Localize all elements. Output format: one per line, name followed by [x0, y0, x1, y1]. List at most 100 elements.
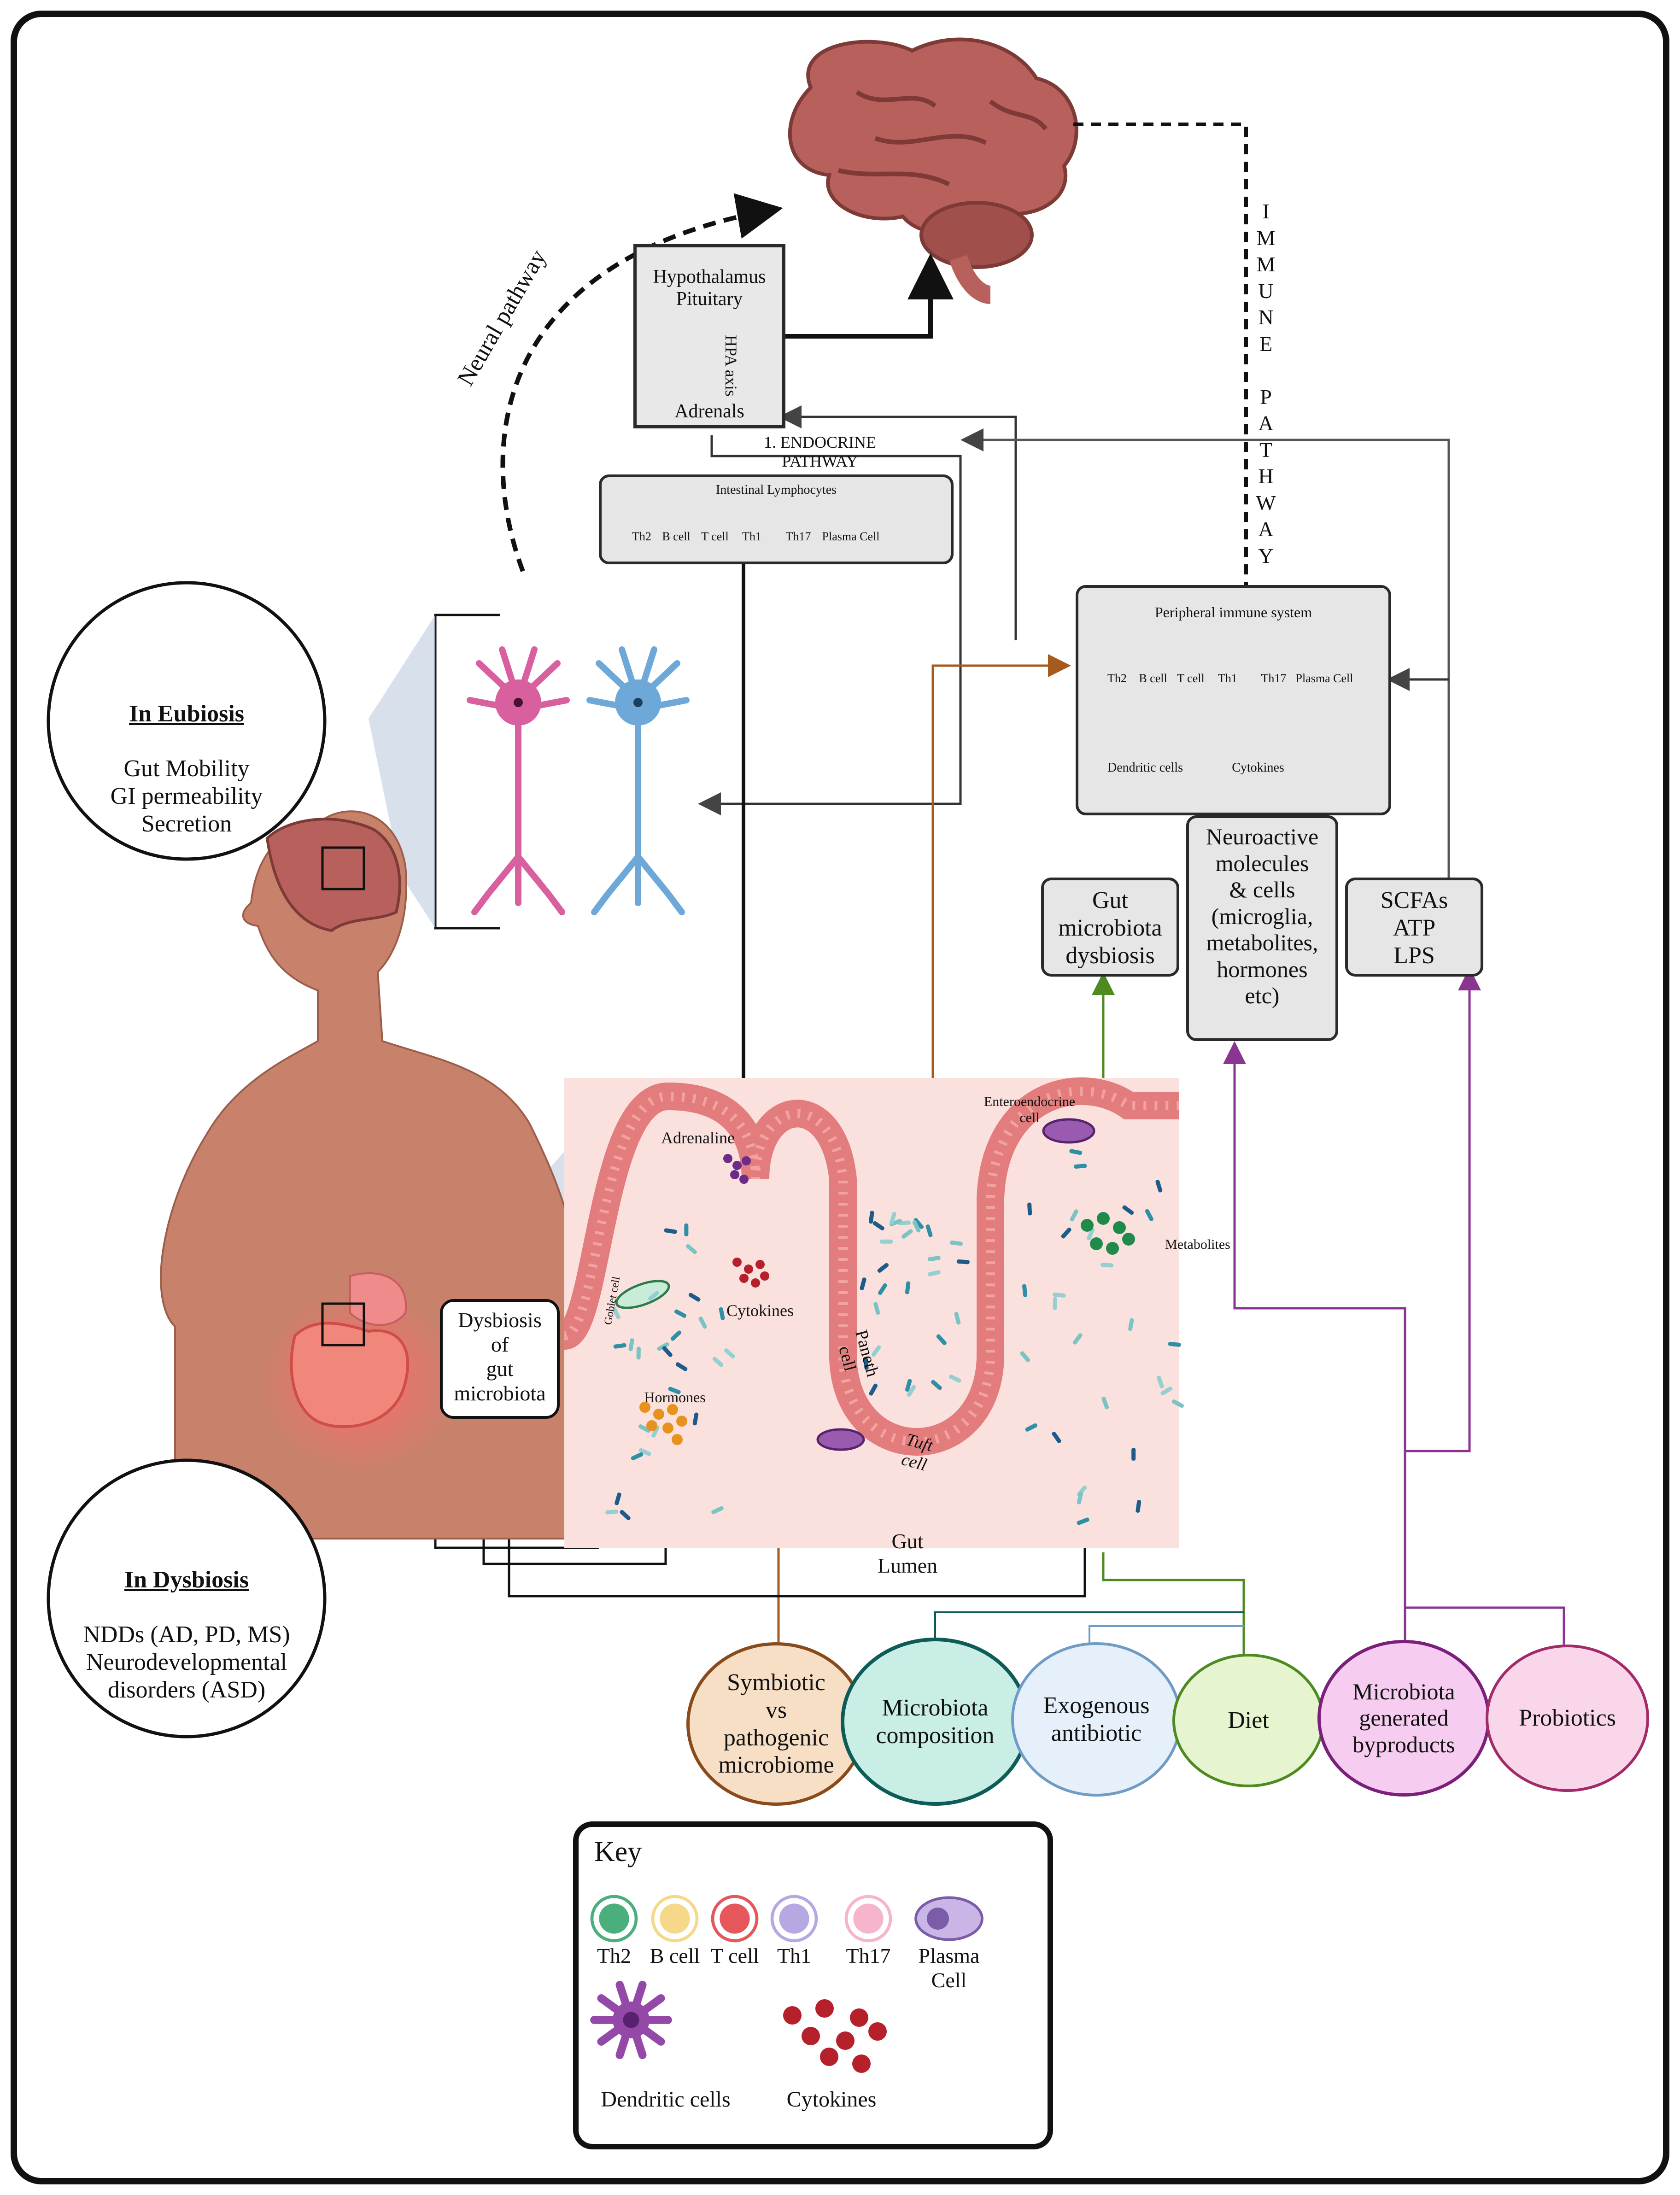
- bacterium-icon: [675, 1362, 688, 1371]
- endocrine-pathway-label: 1. ENDOCRINE PATHWAY: [764, 433, 876, 471]
- bacterium-icon: [657, 1342, 669, 1351]
- bacterium-icon: [877, 1263, 889, 1273]
- bacterium-icon: [1070, 1209, 1078, 1222]
- bacterium-icon: [664, 1228, 677, 1234]
- hormone-dot: [646, 1420, 657, 1431]
- diet-connector: [934, 1611, 1244, 1642]
- bacterium-icon: [863, 1357, 869, 1370]
- bacterium-icon: [1171, 1399, 1184, 1408]
- endocrine-line-to-adrenals: [779, 405, 1017, 640]
- bacterium-icon: [1155, 1180, 1163, 1193]
- gut-cytokine-dot: [744, 1264, 753, 1274]
- key-cytokine-dot: [868, 2022, 887, 2041]
- blue-neuron: [586, 646, 690, 915]
- bacterium-icon: [628, 1338, 634, 1352]
- gut-villus-illustration: [559, 1077, 1179, 1548]
- bacterium-icon: [905, 1379, 912, 1392]
- bacterium-icon: [1100, 1263, 1114, 1268]
- bacterium-icon: [931, 1380, 942, 1390]
- bacterium-icon: [1087, 1228, 1095, 1241]
- probiotics-circle: Probiotics: [1486, 1645, 1649, 1792]
- bacterium-icon: [620, 1510, 631, 1521]
- th1-nucleus: [779, 1903, 809, 1934]
- bacterium-icon: [949, 1374, 961, 1383]
- eubiosis-circle: [47, 581, 327, 861]
- key-cytokine-dot: [820, 2048, 838, 2066]
- outer-frame: [11, 11, 1669, 2184]
- bacterium-icon: [1101, 1397, 1109, 1410]
- dysbiosis-of-gut-box: Dysbiosis of gut microbiota: [440, 1299, 560, 1419]
- bacterium-icon: [907, 1385, 916, 1397]
- bacterium-icon: [612, 1307, 620, 1320]
- bacterium-icon: [638, 1424, 651, 1433]
- gut-cytokines-label: Cytokines: [726, 1301, 794, 1320]
- bacterium-icon: [1128, 1318, 1134, 1331]
- bacterium-icon: [905, 1281, 911, 1294]
- gut-cytokine-dot: [760, 1271, 769, 1281]
- bacterium-icon: [686, 1244, 697, 1254]
- adrenaline-label: Adrenaline: [661, 1129, 735, 1147]
- pituitary-label: Pituitary: [676, 288, 743, 310]
- adrenaline-dot: [732, 1161, 742, 1170]
- bacterium-icon: [662, 1346, 673, 1357]
- eubiosis-text: In Eubiosis Gut Mobility GI permeability…: [71, 673, 302, 866]
- hypothalamus-label: Hypothalamus: [653, 266, 766, 287]
- exogenous-antibiotic-circle: Exogenous antibiotic: [1011, 1642, 1182, 1797]
- bacterium-icon: [1061, 1227, 1071, 1239]
- zoom-wedge-top: [369, 615, 435, 928]
- bacterium-icon: [878, 1283, 887, 1295]
- bacterium-icon: [1077, 1491, 1083, 1504]
- key-dendritic-label: Dendritic cells: [601, 2087, 731, 2112]
- t-cell-label: T cell: [710, 1944, 759, 1967]
- bacterium-icon: [636, 1346, 641, 1360]
- pink-neuron: [467, 646, 570, 915]
- brain-illustration: [788, 37, 1078, 304]
- th17-nucleus: [853, 1903, 884, 1934]
- key-cytokine-dot: [836, 2031, 855, 2050]
- hormone-dot: [662, 1422, 673, 1434]
- th2-label: Th2: [1107, 672, 1127, 685]
- th1-label: Th1: [1218, 672, 1237, 685]
- symbiotic-vs-pathogenic-circle: Symbiotic vs pathogenic microbiome: [686, 1642, 866, 1806]
- human-body-illustration: [160, 810, 577, 1539]
- diet-to-dysbiosis-arrow: [1103, 977, 1245, 1656]
- neuron-bracket: [434, 614, 500, 930]
- bacterium-icon: [950, 1240, 963, 1246]
- b-cell-label: B cell: [662, 530, 691, 543]
- key-cytokine-dot: [850, 2008, 868, 2027]
- bacterium-icon: [684, 1223, 689, 1236]
- bacterium-icon: [1053, 1292, 1066, 1298]
- key-cytokine-dot: [802, 2027, 820, 2045]
- bacterium-icon: [1072, 1333, 1083, 1345]
- bacterium-icon: [928, 1270, 941, 1276]
- plasma-cell-label: Plasma Cell: [918, 1944, 980, 1992]
- bacterium-icon: [913, 1218, 924, 1229]
- plasma-cell-label: Plasma Cell: [1295, 672, 1353, 685]
- eubiosis-lines: Gut Mobility GI permeability Secretion: [110, 755, 263, 837]
- th2-label: Th2: [632, 530, 651, 543]
- bacterium-icon: [692, 1412, 699, 1426]
- dysbiosis-text: In Dysbiosis NDDs (AD, PD, MS) Neurodeve…: [58, 1539, 316, 1732]
- bacterium-icon: [668, 1387, 681, 1394]
- b-cell-nucleus: [660, 1903, 690, 1934]
- hormone-dot: [667, 1404, 678, 1415]
- hormone-dot: [639, 1402, 650, 1413]
- gut-microbes: [605, 1149, 1184, 1525]
- bacterium-icon: [651, 1425, 660, 1438]
- hormones-label: Hormones: [644, 1389, 706, 1405]
- intestinal-lymphocytes-title: Intestinal Lymphocytes: [715, 483, 837, 497]
- eubiosis-title: In Eubiosis: [129, 700, 245, 727]
- bacterium-icon: [889, 1212, 896, 1225]
- bacterium-icon: [1160, 1387, 1173, 1396]
- key-cytokine-dot: [852, 2055, 871, 2073]
- scfas-box: SCFAs ATP LPS: [1345, 878, 1483, 977]
- bacterium-icon: [638, 1448, 651, 1456]
- gut-microbiota-dysbiosis-box: Gut microbiota dysbiosis: [1041, 878, 1179, 977]
- metabolites-label: Metabolites: [1165, 1237, 1230, 1252]
- bacterium-icon: [1131, 1447, 1136, 1461]
- bacterium-icon: [901, 1229, 913, 1239]
- bacterium-icon: [872, 1221, 884, 1230]
- bacterium-icon: [1027, 1202, 1032, 1216]
- neural-pathway-arrow: [500, 193, 783, 572]
